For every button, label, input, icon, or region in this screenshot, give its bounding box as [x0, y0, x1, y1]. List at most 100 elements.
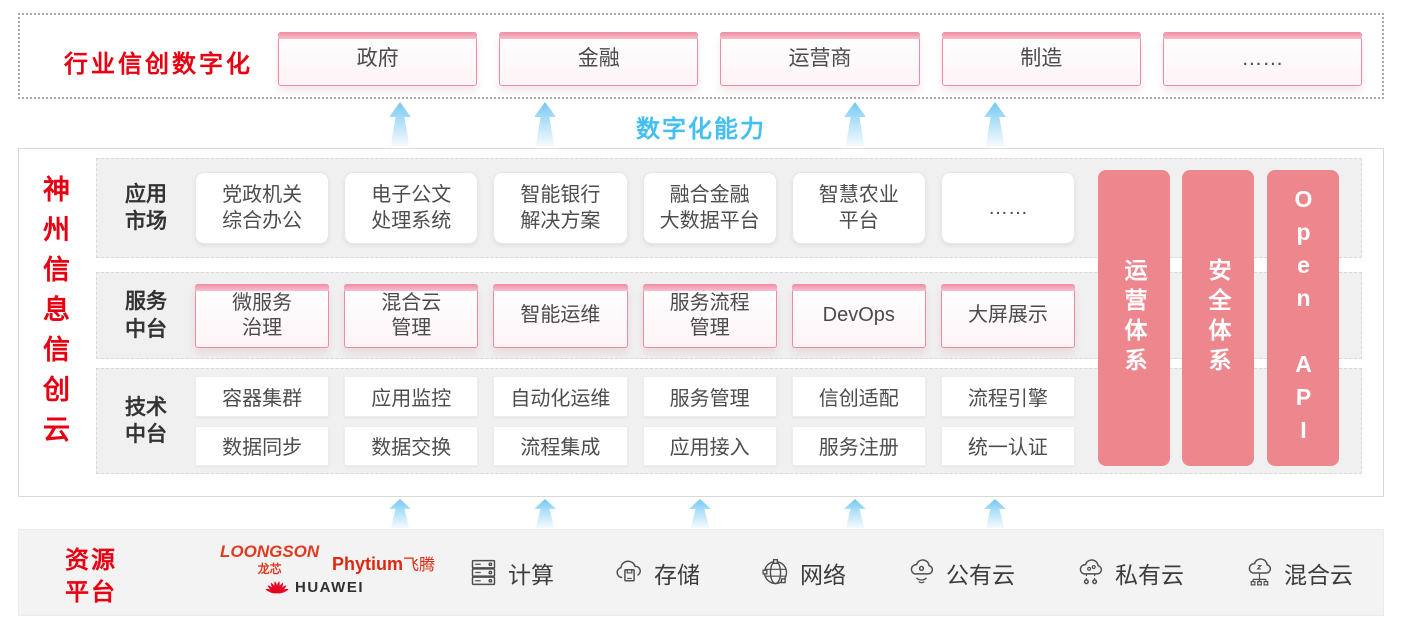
hybrid-cloud-icon — [1248, 558, 1272, 586]
private-cloud-icon — [1079, 559, 1103, 585]
resource-item-storage: 存储 — [613, 556, 700, 590]
phytium-logo: Phytium飞腾 — [332, 551, 435, 575]
tech-box: 统一认证 — [940, 425, 1075, 466]
phytium-wordmark: Phytium — [332, 554, 404, 574]
industry-box-row: 政府 金融 运营商 制造 …… — [278, 32, 1363, 86]
app-box: 党政机关 综合办公 — [195, 172, 330, 244]
public-cloud-icon — [910, 559, 934, 584]
network-icon — [762, 558, 788, 585]
capability-arrow-band: 数字化能力 — [0, 102, 1402, 148]
service-row-label: 服务 中台 — [125, 290, 167, 341]
service-label: 服务流程 管理 — [669, 291, 750, 339]
industry-label: 运营商 — [788, 46, 852, 70]
app-box: 智慧农业 平台 — [791, 172, 926, 244]
tech-items: 容器集群 应用监控 自动化运维 服务管理 信创适配 流程引擎 数据同步 数据交换… — [195, 376, 1075, 466]
app-box: 融合金融 大数据平台 — [642, 172, 777, 244]
service-box: 混合云 管理 — [344, 283, 479, 348]
tech-box: 容器集群 — [195, 376, 330, 417]
tech-box: 服务管理 — [642, 376, 777, 417]
up-arrow-icon — [984, 102, 1006, 146]
up-arrow-icon — [844, 499, 866, 528]
resource-item-hybrid-cloud: 混合云 — [1243, 556, 1353, 590]
app-market-row-label: 应用 市场 — [125, 182, 167, 233]
huawei-wordmark: HUAWEI — [295, 579, 364, 596]
phytium-cn-label: 飞腾 — [403, 557, 436, 574]
industry-box-manufacturing: 制造 — [941, 32, 1142, 86]
up-arrow-icon — [984, 499, 1006, 528]
service-label: 混合云 管理 — [381, 291, 442, 339]
tech-box: 应用监控 — [344, 376, 479, 417]
resource-item-private-cloud: 私有云 — [1074, 556, 1184, 590]
resource-items: 计算 存储 网络 公有云 — [467, 530, 1353, 615]
resource-item-public-cloud: 公有云 — [905, 556, 1015, 590]
tech-box: 流程引擎 — [940, 376, 1075, 417]
industry-banner-title: 行业信创数字化 — [64, 51, 253, 78]
tech-row-label: 技术 中台 — [125, 395, 167, 446]
industry-label: 政府 — [356, 46, 399, 70]
tech-box: 数据同步 — [195, 425, 330, 466]
resource-item-label: 私有云 — [1115, 561, 1184, 588]
resource-item-label: 公有云 — [946, 561, 1015, 588]
up-arrow-icon — [534, 499, 556, 528]
pillar-security-system: 安全体系 — [1182, 170, 1254, 466]
tech-box: 自动化运维 — [493, 376, 628, 417]
app-market-items: 党政机关 综合办公 电子公文 处理系统 智能银行 解决方案 融合金融 大数据平台… — [195, 172, 1076, 244]
service-box: 智能运维 — [493, 283, 628, 348]
industry-box-finance: 金融 — [499, 32, 699, 86]
service-box: 微服务 治理 — [195, 283, 330, 348]
industry-box-more: …… — [1162, 32, 1363, 86]
compute-icon — [471, 559, 496, 586]
tech-middle-row: 技术 中台 容器集群 应用监控 自动化运维 服务管理 信创适配 流程引擎 数据同… — [96, 368, 1362, 474]
platform-title: 神州信息信创云 — [39, 175, 69, 455]
tech-box: 服务注册 — [791, 425, 926, 466]
up-arrow-icon — [844, 102, 866, 146]
platform-panel: 神州信息信创云 应用 市场 党政机关 综合办公 电子公文 处理系统 智能银行 解… — [18, 148, 1384, 497]
app-box-more: …… — [940, 172, 1076, 244]
up-arrow-icon — [534, 102, 556, 146]
service-label: DevOps — [822, 304, 895, 326]
service-label: 大屏展示 — [967, 304, 1048, 326]
industry-box-operator: 运营商 — [720, 32, 920, 86]
industry-box-government: 政府 — [278, 32, 478, 86]
tech-box: 流程集成 — [493, 425, 628, 466]
service-box: 大屏展示 — [940, 283, 1076, 348]
tech-box: 数据交换 — [344, 425, 479, 466]
service-label: 微服务 治理 — [232, 291, 293, 339]
up-arrow-icon — [389, 102, 411, 146]
huawei-flower-icon — [265, 581, 289, 594]
resource-item-label: 网络 — [800, 561, 846, 588]
pillar-operation-system: 运营体系 — [1098, 170, 1170, 466]
huawei-logo: HUAWEI — [264, 578, 364, 597]
loongson-cn-label: 龙芯 — [257, 562, 282, 576]
resource-item-label: 混合云 — [1284, 561, 1353, 588]
capability-label: 数字化能力 — [636, 116, 766, 143]
tech-box: 信创适配 — [791, 376, 926, 417]
resource-item-label: 存储 — [654, 561, 700, 588]
loongson-logo: LOONGSON 龙芯 — [220, 542, 319, 577]
service-middle-row: 服务 中台 微服务 治理 混合云 管理 智能运维 服务流程 管理 DevOps … — [96, 272, 1362, 359]
industry-label: 金融 — [577, 46, 620, 70]
app-market-row: 应用 市场 党政机关 综合办公 电子公文 处理系统 智能银行 解决方案 融合金融… — [96, 158, 1362, 258]
app-box: 电子公文 处理系统 — [344, 172, 479, 244]
service-items: 微服务 治理 混合云 管理 智能运维 服务流程 管理 DevOps 大屏展示 — [195, 283, 1076, 348]
resource-platform-title: 资源 平台 — [65, 547, 117, 607]
vendor-logos: LOONGSON 龙芯 Phytium飞腾 HUAWEI — [204, 530, 494, 615]
resource-item-network: 网络 — [759, 556, 846, 590]
resource-arrow-band — [0, 499, 1402, 528]
up-arrow-icon — [689, 499, 711, 528]
service-label: 智能运维 — [520, 304, 601, 326]
service-box: DevOps — [791, 283, 927, 348]
tech-box: 应用接入 — [642, 425, 777, 466]
resource-item-compute: 计算 — [467, 556, 554, 590]
resource-item-label: 计算 — [508, 561, 554, 588]
app-box: 智能银行 解决方案 — [493, 172, 628, 244]
up-arrow-icon — [389, 499, 411, 528]
industry-label: 制造 — [1020, 46, 1063, 70]
industry-label: …… — [1241, 46, 1284, 70]
industry-banner: 行业信创数字化 政府 金融 运营商 制造 …… — [18, 13, 1384, 99]
storage-icon — [616, 560, 641, 582]
loongson-wordmark: LOONGSON — [220, 542, 320, 561]
resource-platform-panel: 资源 平台 LOONGSON 龙芯 Phytium飞腾 — [18, 529, 1384, 616]
service-box: 服务流程 管理 — [642, 283, 777, 348]
pillar-open-api: Open API — [1267, 170, 1339, 466]
